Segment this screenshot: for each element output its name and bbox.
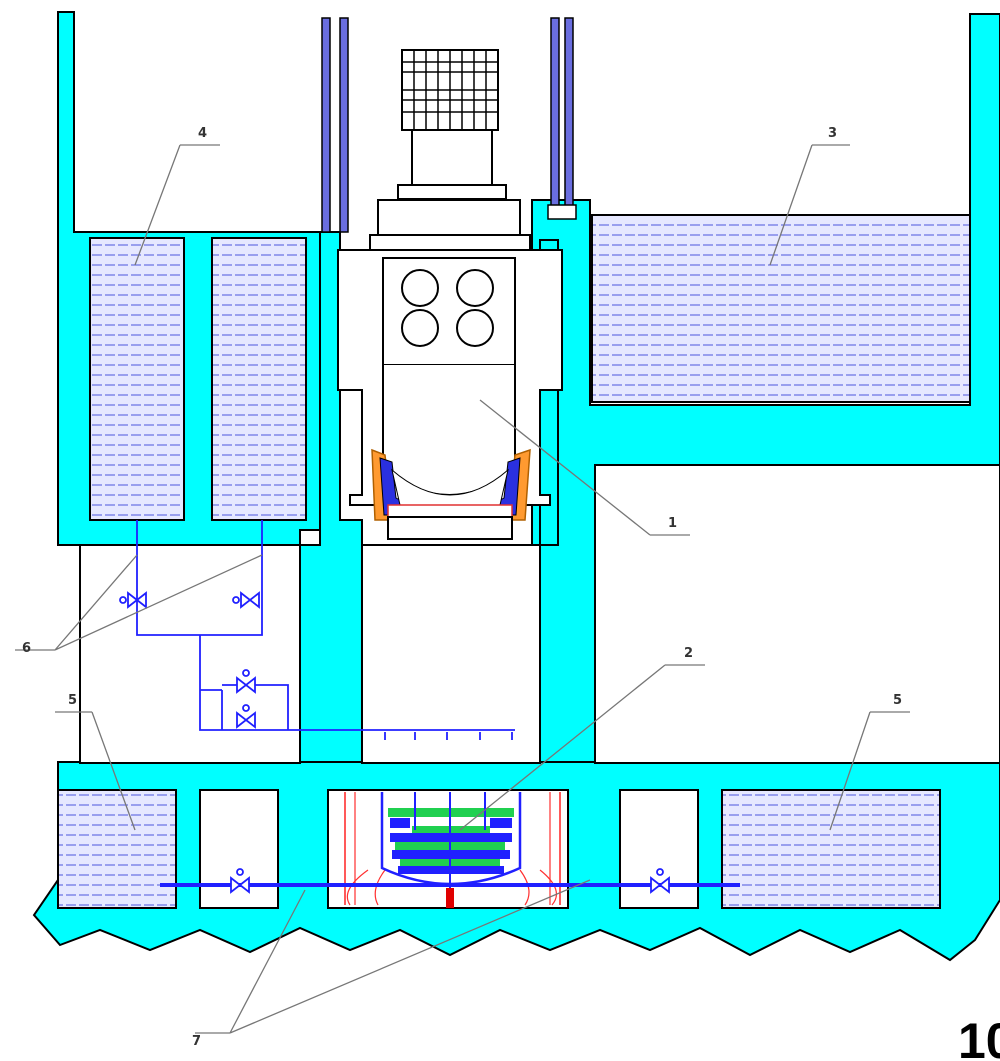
tank-4b xyxy=(211,237,307,521)
left-pipe-room xyxy=(79,544,301,764)
label-5-left: 5 xyxy=(68,693,77,708)
cavity-under-vessel xyxy=(361,544,541,764)
valve-6a xyxy=(119,591,147,609)
bottom-room-2 xyxy=(619,789,699,909)
valve-7b xyxy=(650,868,670,894)
pool-3 xyxy=(591,214,971,403)
label-5-right: 5 xyxy=(893,693,902,708)
valve-upper-mid xyxy=(236,669,256,694)
right-upper-room xyxy=(594,464,1000,764)
label-3: 3 xyxy=(828,126,837,141)
tank-5-left xyxy=(57,789,177,909)
label-4: 4 xyxy=(198,126,207,141)
label-1: 1 xyxy=(668,516,677,531)
labels: 4 3 1 2 6 5 5 7 10 xyxy=(22,126,1000,1061)
tank-5-right xyxy=(721,789,941,909)
label-7: 7 xyxy=(192,1034,201,1049)
reactor-vessel xyxy=(337,49,563,540)
valve-7a xyxy=(230,868,250,894)
water-tanks xyxy=(57,214,971,909)
piping xyxy=(136,520,740,887)
bottom-room-1 xyxy=(199,789,279,909)
core-catcher xyxy=(344,792,561,908)
valve-6b xyxy=(232,591,260,609)
label-6: 6 xyxy=(22,641,31,656)
label-2: 2 xyxy=(684,646,693,661)
tank-4a xyxy=(89,237,185,521)
valve-lower-mid xyxy=(236,704,256,729)
valves xyxy=(119,591,670,894)
guide-pipes xyxy=(321,17,577,233)
page-number: 10 xyxy=(958,1013,1000,1061)
leader-lines xyxy=(15,144,910,1034)
